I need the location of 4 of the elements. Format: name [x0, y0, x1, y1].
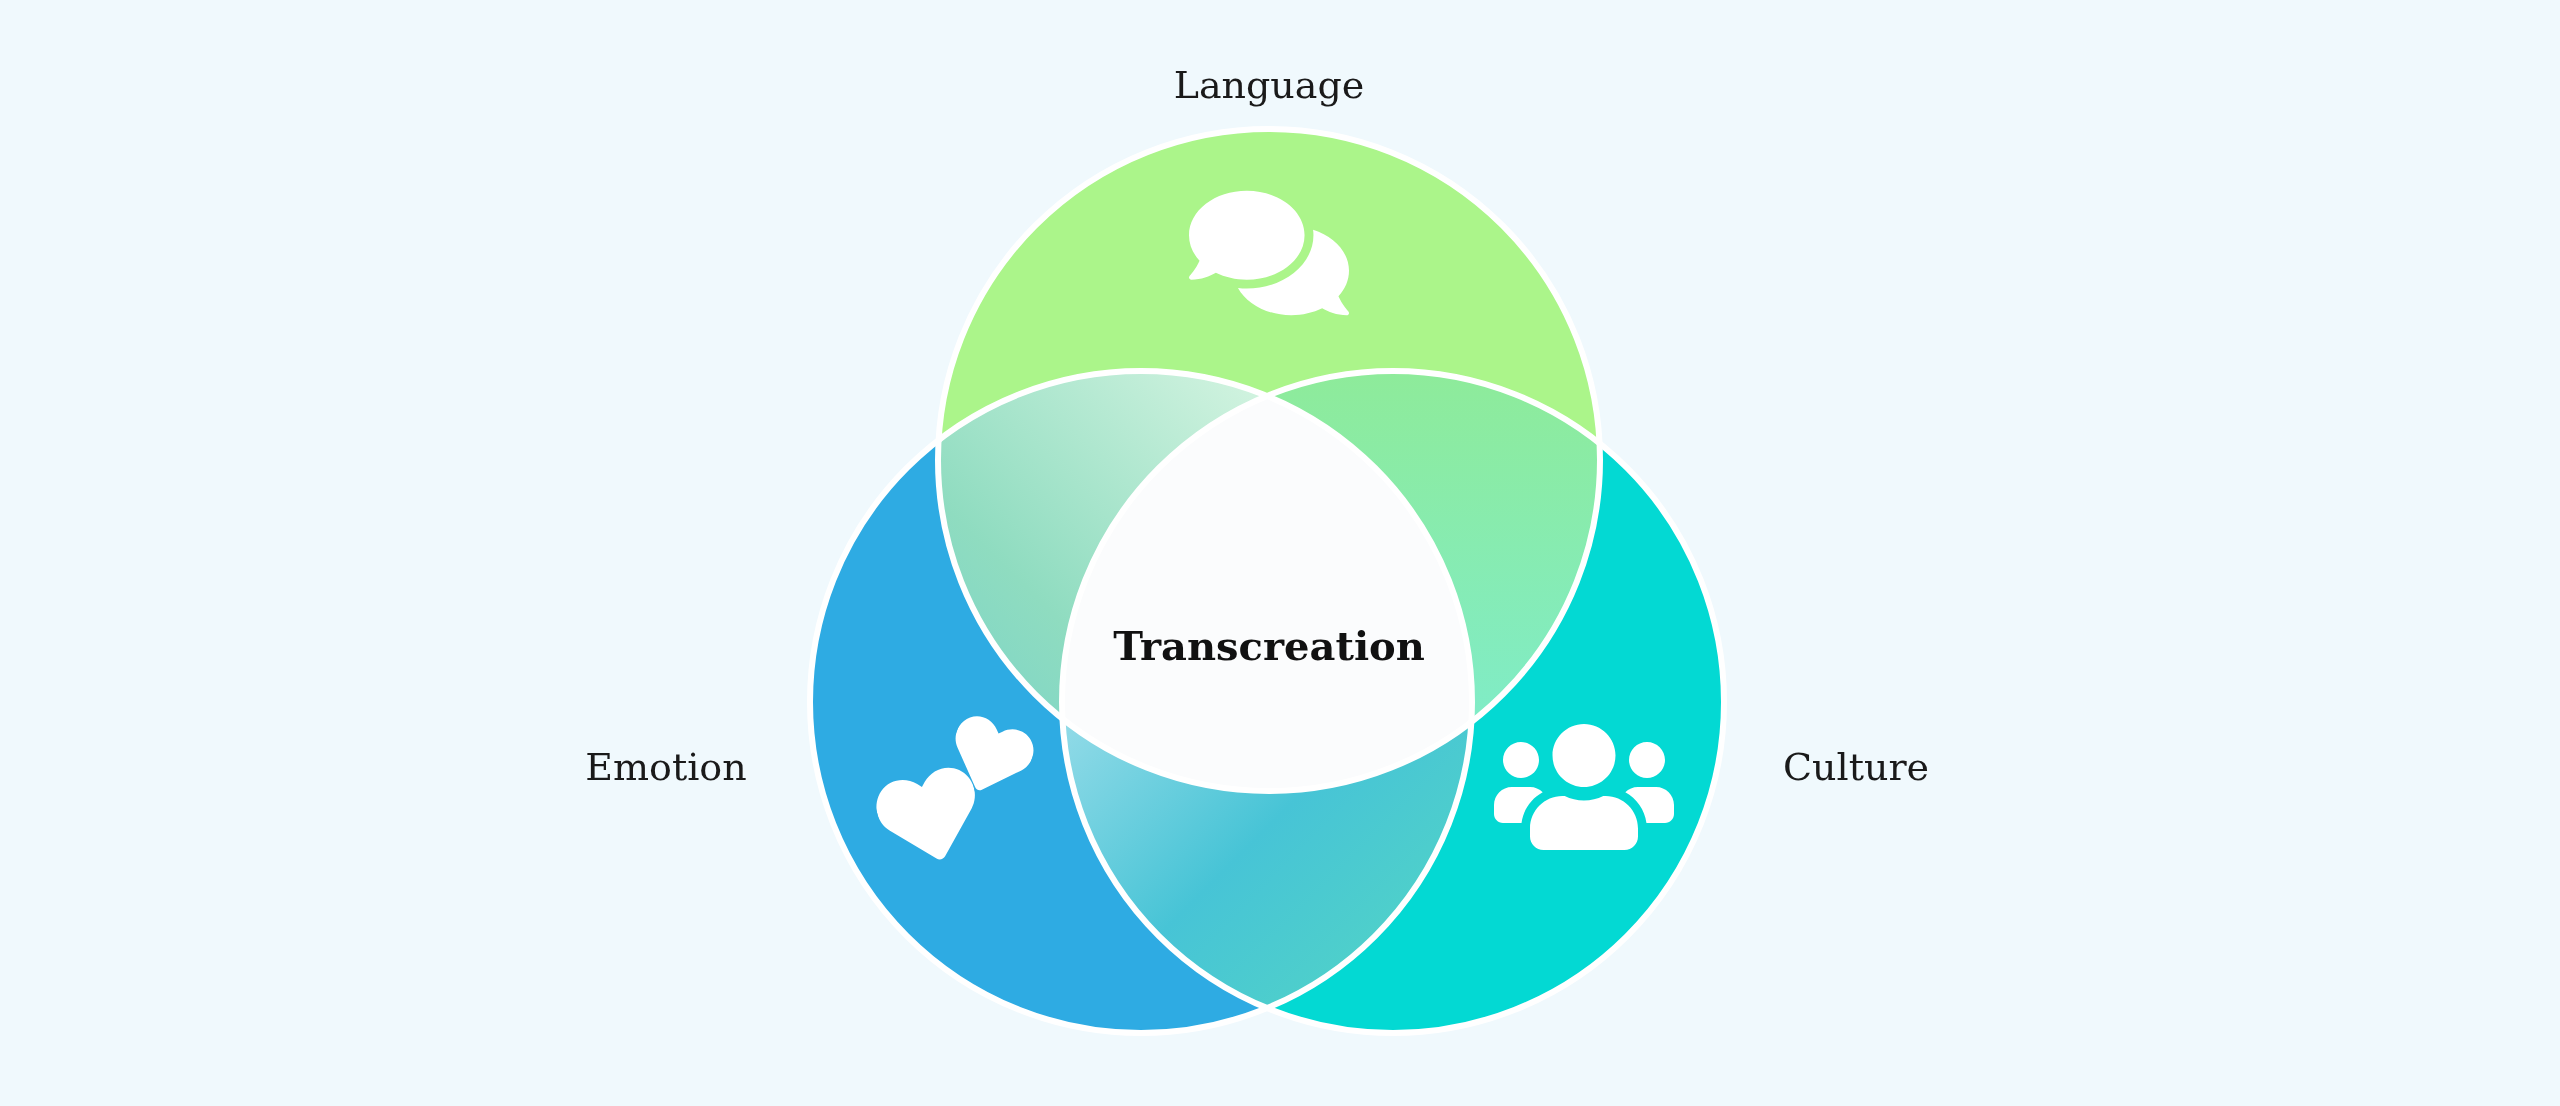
center-label: Transcreation: [1113, 621, 1425, 669]
circle-label: Emotion: [585, 745, 747, 789]
circle-label: Language: [1173, 63, 1365, 107]
circle-label: Culture: [1782, 745, 1930, 789]
